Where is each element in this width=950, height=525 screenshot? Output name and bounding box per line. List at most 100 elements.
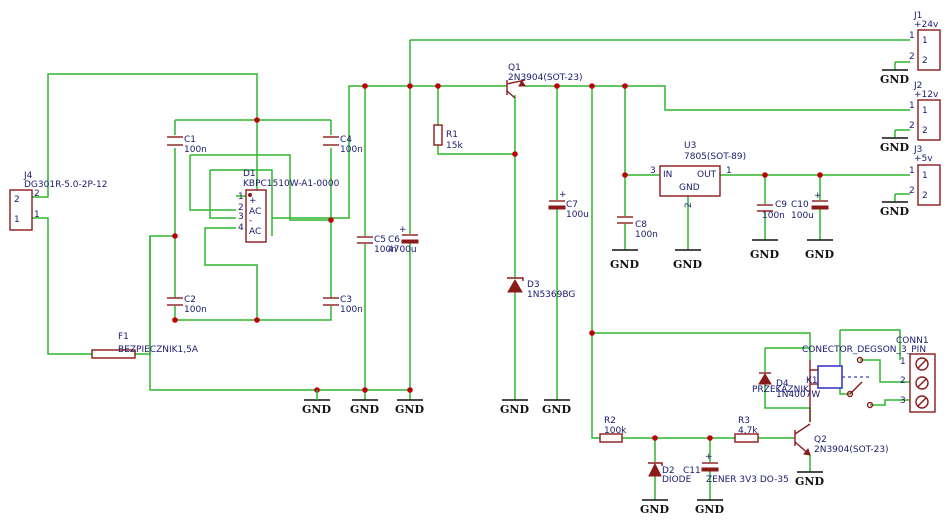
- d1-pin-label-ac1: AC: [249, 207, 261, 217]
- c7-ref: C7: [566, 200, 578, 210]
- svg-text:GND: GND: [805, 248, 834, 261]
- gnd-symbol: GND: [750, 239, 779, 261]
- resistor-r1: R1 15k: [433, 124, 463, 151]
- r2-value: 100k: [604, 426, 627, 436]
- d4-ref: D4: [776, 379, 789, 389]
- relay-k1: K1 PRZEKAZNIK: [752, 356, 874, 422]
- connector-j2: J2 +12v 1 2 1 2: [909, 81, 941, 141]
- q1-value: 2N3904(SOT-23): [508, 73, 583, 83]
- transistor-q2: Q2 2N3904(SOT-23): [794, 423, 889, 456]
- capacitor-c6: + C6 4700u: [388, 225, 419, 255]
- j1-value: +24v: [914, 20, 939, 30]
- capacitor-c3: C3 100n: [323, 295, 363, 315]
- gnd-symbol: GND: [673, 249, 702, 271]
- j3-pin-1: 1: [909, 166, 915, 176]
- f1-ref: F1: [118, 332, 129, 342]
- j4-pin-1: 1: [34, 210, 40, 220]
- j4-ref: J4: [23, 171, 33, 181]
- capacitor-c5: C5 100n: [357, 235, 397, 255]
- d1-ref: D1: [243, 169, 256, 179]
- j1-pin-1-inner: 1: [922, 36, 928, 46]
- u3-pin-gnd: GND: [679, 183, 700, 193]
- j1-ref: J1: [913, 11, 922, 21]
- gnd-symbol: GND: [542, 399, 571, 416]
- q2-value: 2N3904(SOT-23): [814, 445, 889, 455]
- c9-value: 100n: [762, 211, 785, 221]
- j3-pin-1-inner: 1: [922, 171, 928, 181]
- q1-ref: Q1: [508, 63, 521, 73]
- j2-ref: J2: [913, 81, 922, 91]
- j2-pin-1: 1: [909, 101, 915, 111]
- d3-ref: D3: [527, 280, 540, 290]
- svg-text:GND: GND: [542, 403, 571, 416]
- c11-value: ZENER 3V3 DO-35: [706, 475, 789, 485]
- c2-ref: C2: [184, 295, 196, 305]
- capacitor-c11: + C11 ZENER 3V3 DO-35: [683, 452, 789, 485]
- d1-pin-1: 1: [238, 192, 244, 202]
- connector-j1: J1 +24v 1 2 1 2: [909, 11, 941, 71]
- gnd-symbol: GND: [880, 69, 909, 86]
- svg-text:+: +: [705, 452, 713, 462]
- gnd-symbol: GND: [302, 390, 331, 416]
- capacitor-c1: C1 100n: [167, 135, 207, 155]
- svg-text:GND: GND: [673, 258, 702, 271]
- bridge-rectifier-d1: D1 KBPC1510W-A1-0000 1 2 3 4 + AC - AC: [238, 169, 340, 243]
- svg-text:GND: GND: [880, 141, 909, 154]
- r3-ref: R3: [738, 416, 750, 426]
- svg-text:GND: GND: [350, 403, 379, 416]
- c1-value: 100n: [184, 145, 207, 155]
- svg-text:GND: GND: [640, 503, 669, 516]
- u3-pin-in: IN: [663, 170, 672, 180]
- gnd-symbol: GND: [695, 499, 724, 516]
- c5-value: 100n: [374, 245, 397, 255]
- diode-d2: D2 DIODE: [648, 462, 692, 485]
- j1-pin-2: 2: [909, 52, 915, 62]
- j4-pin-2-inner: 2: [14, 195, 20, 205]
- c7-value: 100u: [566, 210, 589, 220]
- u3-pin-out-num: 1: [726, 166, 732, 176]
- svg-text:GND: GND: [500, 403, 529, 416]
- j3-pin-2: 2: [909, 186, 915, 196]
- fuse-f1: F1 BEZPIECZNIK1,5A: [91, 332, 199, 359]
- j1-pin-2-inner: 2: [922, 56, 928, 66]
- d1-pin-label-ac2: AC: [249, 227, 261, 237]
- capacitor-c9: C9 100n: [757, 200, 787, 221]
- f1-value: BEZPIECZNIK1,5A: [118, 345, 199, 355]
- svg-text:GND: GND: [395, 403, 424, 416]
- j2-pin-1-inner: 1: [922, 106, 928, 116]
- j1-pin-1: 1: [909, 31, 915, 41]
- conn1-pin-2: 2: [900, 376, 906, 386]
- conn1-ref: CONN1: [896, 336, 929, 346]
- wires: [32, 39, 910, 500]
- svg-text:GND: GND: [880, 205, 909, 218]
- k1-ref: K1: [806, 376, 818, 386]
- d2-ref: D2: [662, 466, 675, 476]
- u3-pin-out: OUT: [697, 170, 717, 180]
- connector-j4: J4 DG301R-5.0-2P-12 2 1 2 1: [9, 171, 107, 231]
- c6-value: 4700u: [388, 245, 417, 255]
- d1-pin-3: 3: [238, 212, 244, 222]
- gnd-symbol: GND: [640, 499, 669, 516]
- connector-j3: J3 +5v 1 2 1 2: [909, 145, 941, 206]
- svg-text:GND: GND: [750, 248, 779, 261]
- resistor-r2: R2 100k: [599, 416, 627, 443]
- conn1-value: CONECTOR_DEGSON_3_PIN: [802, 345, 926, 355]
- svg-text:GND: GND: [880, 73, 909, 86]
- j3-pin-2-inner: 2: [922, 191, 928, 201]
- d1-pin-label-minus: -: [249, 216, 252, 226]
- j2-value: +12v: [914, 90, 939, 100]
- diode-d4: D4 1N4007W: [758, 372, 820, 400]
- j4-pin-2: 2: [34, 189, 40, 199]
- svg-text:+: +: [814, 191, 822, 201]
- c11-ref: C11: [683, 466, 701, 476]
- u3-pin-gnd-num: 2: [684, 202, 694, 208]
- resistor-r3: R3 4,7k: [734, 416, 759, 443]
- regulator-u3: U3 7805(SOT-89) IN OUT GND 3 1 2: [650, 141, 746, 208]
- r3-value: 4,7k: [738, 426, 758, 436]
- svg-text:GND: GND: [695, 503, 724, 516]
- ground-symbols: GND GND GND GND GND GND GND GND: [302, 69, 909, 516]
- svg-text:GND: GND: [610, 258, 639, 271]
- capacitor-c8: C8 100n: [617, 216, 658, 240]
- capacitor-c10: + C10 100u: [791, 191, 829, 221]
